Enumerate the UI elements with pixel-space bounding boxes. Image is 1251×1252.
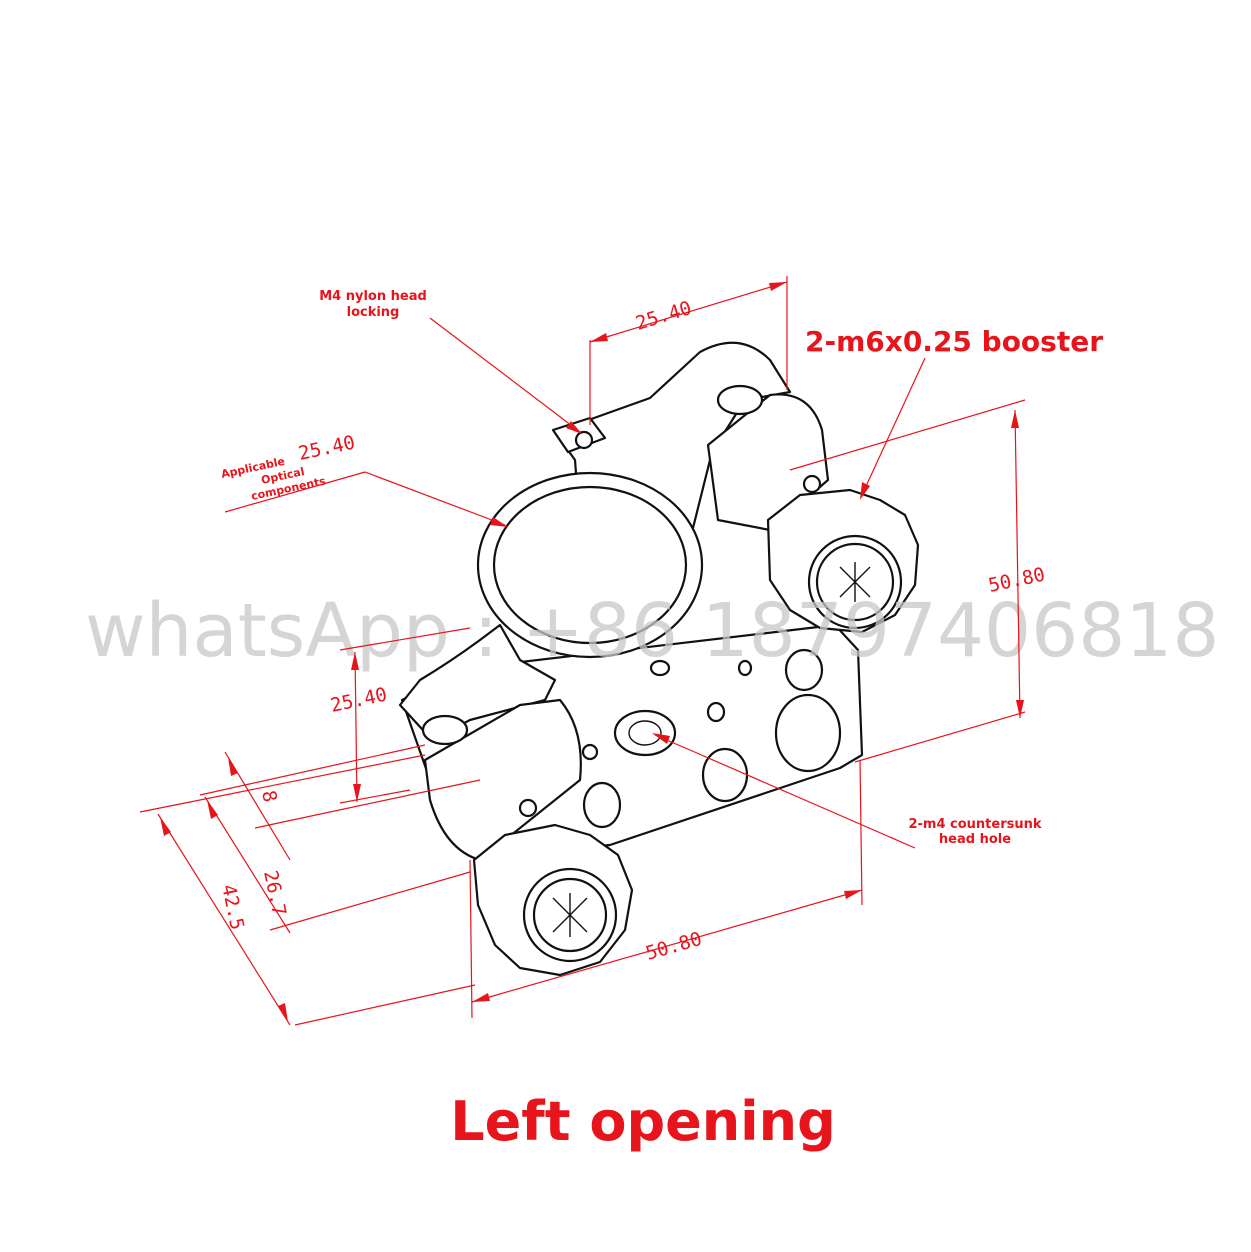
left-knob-icon: [472, 798, 634, 977]
dim-bottom-width-label: 50.80: [643, 928, 704, 965]
locking-note-line1: M4 nylon head: [319, 289, 427, 304]
callout-countersunk: 2-m4 countersunk head hole: [652, 733, 1042, 849]
callout-booster: 2-m6x0.25 booster: [805, 325, 1103, 500]
dimension-offsets: 8 26.7 42.5: [139, 744, 481, 1026]
locking-note-line2: locking: [347, 305, 400, 320]
callout-locking: M4 nylon head locking: [319, 289, 582, 434]
dimension-right-height: 50.80: [789, 399, 1047, 763]
dim-top-width-label: 25.40: [633, 297, 694, 335]
right-knob-icon: [766, 474, 920, 634]
countersunk-line1: 2-m4 countersunk: [908, 817, 1041, 832]
callout-applicable: Applicable 25.40 Optical components: [220, 431, 508, 527]
caption-title: Left opening: [450, 1090, 836, 1153]
dim-offset-8-label: 8: [257, 788, 281, 804]
dim-left-height-label: 25.40: [328, 683, 389, 716]
watermark-text: whatsApp : +86 18797406818: [85, 588, 1219, 674]
dim-offset-26-7-label: 26.7: [259, 868, 290, 917]
dim-bore-label: 25.40: [296, 431, 357, 464]
countersunk-line2: head hole: [939, 832, 1011, 847]
dimension-left-height: 25.40: [328, 627, 471, 804]
dim-offset-42-5-label: 42.5: [217, 882, 248, 931]
booster-note: 2-m6x0.25 booster: [805, 325, 1103, 358]
